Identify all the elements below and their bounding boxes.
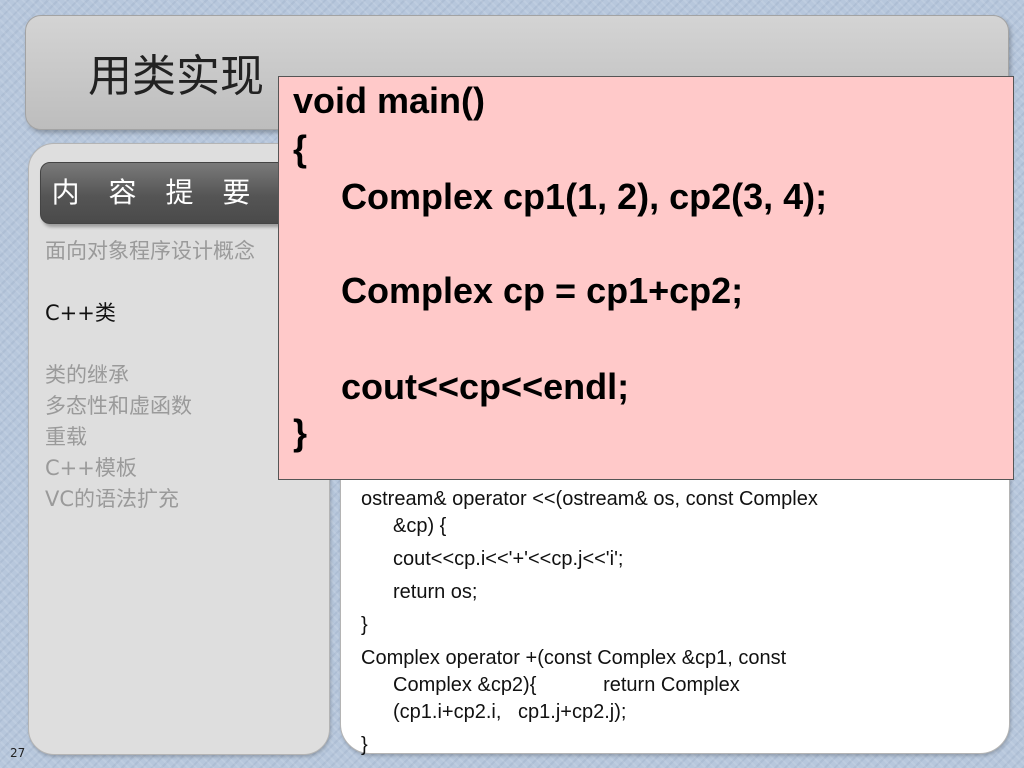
code-line: ostream& operator <<(ostream& os, const … [361, 488, 818, 510]
toc-item-oop-concepts[interactable]: 面向对象程序设计概念 [45, 239, 255, 263]
code-line: } [361, 734, 368, 756]
code-line: &cp) { [393, 515, 447, 537]
page-number: 27 [10, 746, 26, 760]
code-block: ostream& operator <<(ostream& os, const … [361, 486, 981, 759]
popup-code-line: Complex cp = cp1+cp2; [341, 270, 744, 311]
popup-code-line: cout<<cp<<endl; [341, 366, 630, 407]
popup-code-line: { [293, 128, 308, 169]
toc-item-vc-syntax[interactable]: VC的语法扩充 [45, 487, 180, 511]
popup-code-line: } [293, 412, 308, 453]
code-popup: void main() { Complex cp1(1, 2), cp2(3, … [278, 76, 1014, 480]
slide-title: 用类实现 [88, 51, 264, 102]
toc-list: 面向对象程序设计概念 C++类 类的继承 多态性和虚函数 重载 C++模板 VC… [45, 236, 290, 515]
toc-item-overloading[interactable]: 重载 [45, 425, 87, 449]
code-line: cout<<cp.i<<'+'<<cp.j<<'i'; [393, 548, 624, 570]
toc-item-cpp-class[interactable]: C++类 [45, 301, 116, 325]
toc-header-label: 内 容 提 要 [51, 176, 261, 209]
code-line: } [361, 614, 368, 636]
code-line: Complex &cp2){ return Complex [393, 674, 740, 696]
code-line: return os; [393, 581, 478, 603]
code-line: (cp1.i+cp2.i, cp1.j+cp2.j); [393, 701, 627, 723]
popup-code-line: Complex cp1(1, 2), cp2(3, 4); [341, 176, 828, 217]
toc-item-inheritance[interactable]: 类的继承 [45, 363, 129, 387]
toc-header: 内 容 提 要 [40, 162, 302, 224]
code-line: Complex operator +(const Complex &cp1, c… [361, 647, 787, 669]
toc-item-polymorphism[interactable]: 多态性和虚函数 [45, 394, 192, 418]
popup-code-line: void main() [293, 80, 486, 121]
toc-item-templates[interactable]: C++模板 [45, 456, 137, 480]
